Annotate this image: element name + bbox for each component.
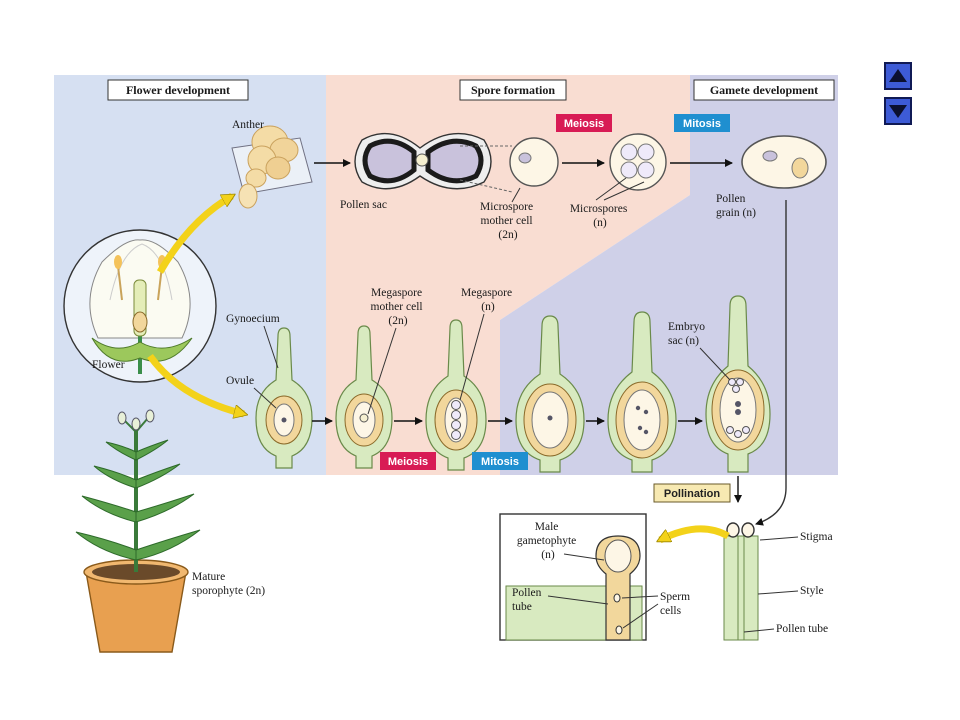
gynoecium-stage-5 bbox=[607, 311, 677, 473]
yellow-arrow-to-ovule bbox=[147, 353, 244, 414]
gynoecium-label: Gynoecium bbox=[226, 313, 280, 325]
meiosis-tag-bottom bbox=[380, 452, 436, 470]
flower-illustration bbox=[63, 229, 217, 383]
mature-sporophyte-label: Mature sporophyte (2n) bbox=[192, 571, 265, 597]
gynoecium-stage-1 bbox=[255, 327, 313, 469]
gynoecium-stages bbox=[255, 295, 771, 473]
mature-plant-illustration bbox=[75, 409, 201, 653]
megaspore-mother-cell-label: Megaspore mother cell (2n) bbox=[371, 287, 426, 327]
pollen-path-arrow bbox=[755, 200, 787, 526]
sperm-cells-label: Sperm cells bbox=[660, 591, 693, 617]
pollen-grain bbox=[741, 135, 827, 189]
gynoecium-stage-4 bbox=[515, 315, 585, 473]
flower-development-header: Flower development bbox=[126, 83, 230, 97]
yellow-arrow-to-anther bbox=[156, 192, 232, 274]
previous-slide-button[interactable] bbox=[884, 62, 912, 90]
style-label: Style bbox=[800, 585, 824, 597]
spore-formation-header: Spore formation bbox=[471, 83, 555, 97]
yellow-arrow-to-gametophyte bbox=[660, 525, 730, 544]
svg-text:Mitosis: Mitosis bbox=[481, 456, 519, 468]
ovule-label: Ovule bbox=[226, 375, 254, 387]
gynoecium-stage-6 bbox=[705, 295, 771, 473]
triangle-down-icon bbox=[889, 105, 907, 118]
pollen-grain-label: Pollen grain (n) bbox=[716, 193, 756, 219]
svg-text:Mitosis: Mitosis bbox=[683, 118, 721, 130]
meiosis-tag-top bbox=[556, 114, 612, 132]
anther-illustration bbox=[231, 125, 313, 209]
pollination-tag bbox=[653, 483, 731, 503]
svg-text:Meiosis: Meiosis bbox=[388, 456, 428, 468]
svg-text:Pollination: Pollination bbox=[664, 488, 721, 500]
embryo-sac-label: Embryo sac (n) bbox=[668, 321, 708, 347]
next-slide-button[interactable] bbox=[884, 97, 912, 125]
pollen-tube-label-left: Pollen tube bbox=[512, 587, 544, 613]
flower-label: Flower bbox=[92, 359, 125, 371]
stigma-style-illustration bbox=[723, 522, 759, 641]
stigma-label: Stigma bbox=[800, 531, 833, 543]
pollen-sac-label: Pollen sac bbox=[340, 199, 387, 211]
male-gametophyte-label: Male gametophyte (n) bbox=[517, 521, 579, 561]
anther-label: Anther bbox=[232, 119, 264, 131]
microspores-tetrad bbox=[609, 133, 667, 191]
pollen-sac-illustration bbox=[354, 132, 492, 190]
pollen-tube-label-right: Pollen tube bbox=[776, 623, 828, 635]
microspore-mother-cell bbox=[509, 137, 559, 187]
microspores-label: Microspores (n) bbox=[570, 203, 630, 229]
triangle-up-icon bbox=[889, 69, 907, 82]
microspore-mother-cell-label: Microspore mother cell (2n) bbox=[480, 201, 536, 241]
megaspore-label: Megaspore (n) bbox=[461, 287, 515, 313]
gynoecium-stage-3 bbox=[425, 319, 487, 471]
mitosis-tag-top bbox=[674, 114, 730, 132]
svg-text:Meiosis: Meiosis bbox=[564, 118, 604, 130]
male-gametophyte-inset bbox=[499, 513, 647, 641]
gamete-development-header: Gamete development bbox=[710, 83, 818, 97]
mitosis-tag-bottom bbox=[472, 452, 528, 470]
section-headers: Flower development Spore formation Gamet… bbox=[107, 79, 835, 101]
